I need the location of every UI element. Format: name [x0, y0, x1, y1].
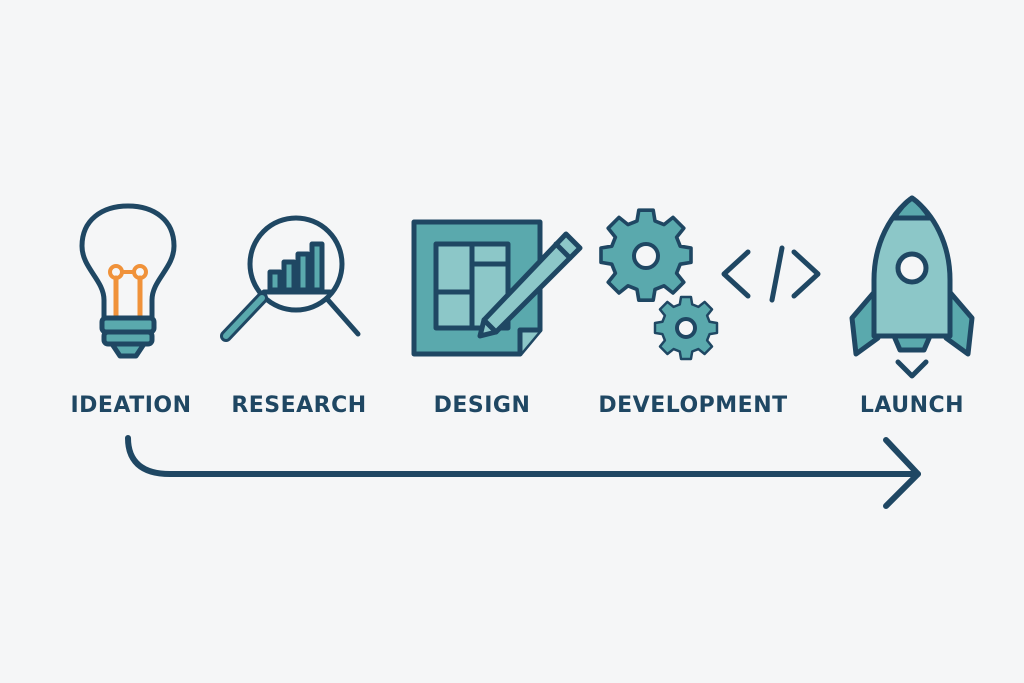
rocket-icon [849, 195, 975, 379]
code-brackets-icon [721, 245, 821, 303]
large-gear-icon [599, 208, 693, 303]
stage-label-ideation: IDEATION [70, 393, 192, 418]
progress-arrow [125, 435, 921, 509]
blueprint-pencil-icon [411, 219, 583, 357]
stage-label-design: DESIGN [433, 393, 531, 418]
lightbulb-icon [79, 203, 177, 359]
magnifier-chart-icon [220, 215, 361, 342]
stage-label-launch: LAUNCH [859, 393, 965, 418]
stage-label-development: DEVELOPMENT [598, 393, 788, 418]
gears-code-icon [599, 208, 821, 361]
stage-label-research: RESEARCH [231, 393, 367, 418]
small-gear-icon [653, 295, 719, 361]
